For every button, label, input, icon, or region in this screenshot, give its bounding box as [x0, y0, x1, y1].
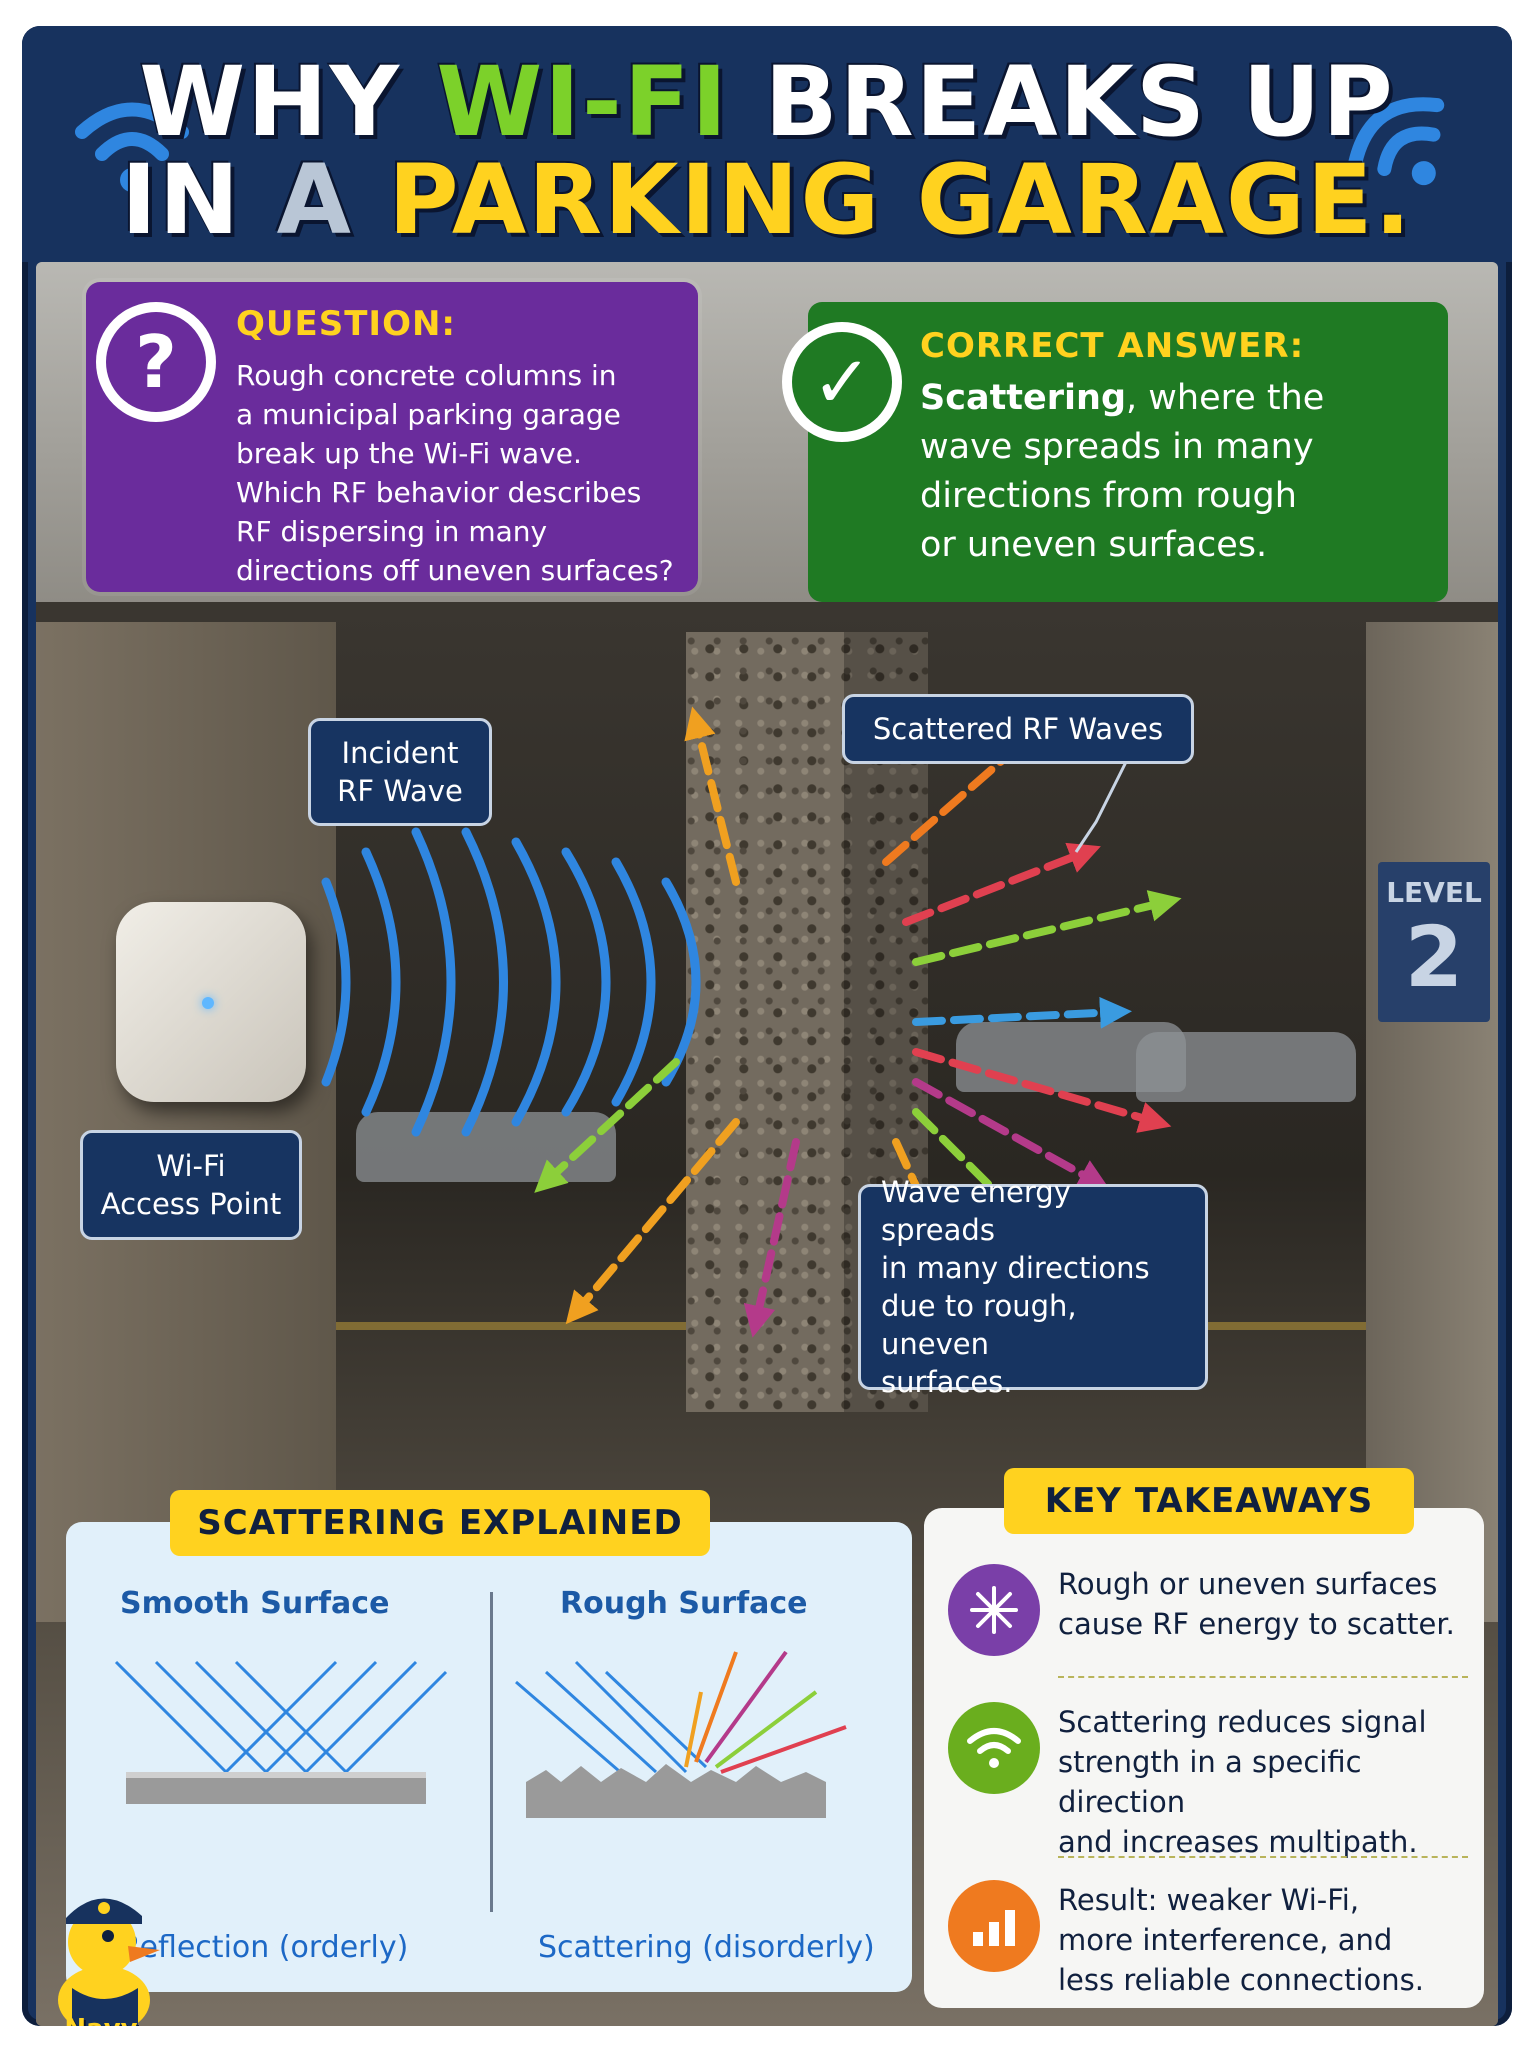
wifi-icon-left — [75, 102, 189, 192]
title-text: WHY — [139, 46, 437, 158]
rough-caption: Scattering (disorderly) — [538, 1930, 875, 1965]
scatter-arrow — [565, 1118, 740, 1325]
answer-term: Scattering — [920, 378, 1127, 418]
question-badge: ? — [96, 302, 216, 422]
infographic-card: WHY WI-FI BREAKS UP IN A PARKING GARAGE. — [22, 26, 1512, 2026]
label-line: Access Point — [100, 1187, 282, 1221]
question-mark-icon: ? — [106, 312, 206, 412]
scatter-arrow — [912, 996, 1132, 1029]
title-highlight-garage: PARKING GARAGE. — [352, 144, 1413, 256]
status-led-icon — [202, 997, 214, 1009]
label-line: due to rough, uneven — [881, 1289, 1077, 1361]
scatter-arrow — [743, 1138, 800, 1338]
question-line: break up the Wi-Fi wave. — [236, 437, 582, 470]
wifi-icon — [948, 1702, 1040, 1794]
scattered-waves-label: Scattered RF Waves — [842, 694, 1194, 764]
rough-surface-heading: Rough Surface — [560, 1586, 808, 1621]
level-sign: LEVEL 2 — [1378, 862, 1490, 1022]
question-line: directions off uneven surfaces? — [236, 554, 674, 587]
question-heading: QUESTION: — [236, 304, 457, 344]
takeaway-line: and increases multipath. — [1058, 1825, 1418, 1859]
answer-line-rest: , where the — [1126, 378, 1325, 418]
garage-scene: ? QUESTION: Rough concrete columns in a … — [36, 262, 1498, 2026]
wifi-access-point — [116, 902, 306, 1102]
question-text: Rough concrete columns in a municipal pa… — [236, 356, 686, 590]
parked-car — [1136, 1032, 1356, 1102]
answer-heading: CORRECT ANSWER: — [920, 326, 1305, 366]
answer-line: or uneven surfaces. — [920, 525, 1268, 565]
label-line: Incident — [341, 736, 459, 770]
checkmark-icon: ✓ — [792, 332, 892, 432]
scatter-arrow — [534, 1058, 680, 1193]
separator — [1058, 1676, 1468, 1678]
callout-pointer — [1074, 761, 1128, 853]
label-line: Wave energy spreads — [881, 1175, 1071, 1247]
scatter-arrow — [912, 1078, 1110, 1190]
wifi-icon-right — [1348, 97, 1445, 186]
label-line: Wi-Fi — [156, 1149, 226, 1183]
label-line: in many directions — [881, 1251, 1150, 1285]
incident-wave-arcs — [321, 827, 701, 1137]
scatter-arrow — [912, 1048, 1172, 1133]
rough-concrete-column — [686, 632, 928, 1412]
level-number: 2 — [1404, 908, 1464, 1006]
label-line: RF Wave — [337, 774, 463, 808]
answer-line: Scattering, where the — [920, 374, 1440, 423]
starburst-icon — [948, 1564, 1040, 1656]
header: WHY WI-FI BREAKS UP IN A PARKING GARAGE. — [22, 26, 1512, 262]
takeaway-line: cause RF energy to scatter. — [1058, 1607, 1455, 1641]
takeaway-line: Result: weaker Wi-Fi, — [1058, 1883, 1360, 1917]
takeaway-text: Result: weaker Wi-Fi, more interference,… — [1058, 1880, 1478, 2000]
answer-badge: ✓ — [782, 322, 902, 442]
question-line: Which RF behavior describes — [236, 476, 642, 509]
question-box: ? QUESTION: Rough concrete columns in a … — [86, 282, 698, 592]
level-label: LEVEL — [1386, 876, 1482, 909]
page-title-line-2: IN A PARKING GARAGE. — [22, 144, 1512, 256]
title-article: A — [276, 144, 353, 256]
smooth-surface-heading: Smooth Surface — [120, 1586, 390, 1621]
takeaway-line: Scattering reduces signal — [1058, 1705, 1427, 1739]
label-line: surfaces. — [881, 1365, 1013, 1399]
answer-box: ✓ CORRECT ANSWER: Scattering, where the … — [782, 302, 1448, 602]
title-highlight-wifi: WI-FI — [436, 46, 730, 158]
scatter-arrow — [902, 842, 1101, 926]
takeaway-line: less reliable connections. — [1058, 1963, 1424, 1997]
section-banner: KEY TAKEAWAYS — [1004, 1468, 1414, 1534]
question-line: a municipal parking garage — [236, 398, 621, 431]
bar-chart-icon — [948, 1880, 1040, 1972]
question-line: Rough concrete columns in — [236, 359, 617, 392]
smooth-reflection-diagram — [114, 1660, 448, 1804]
navy-duck-mascot-icon — [58, 1898, 160, 2026]
incident-wave-label: Incident RF Wave — [308, 718, 492, 826]
rough-scattering-diagram — [515, 1650, 847, 1818]
takeaway-line: more interference, and — [1058, 1923, 1393, 1957]
rf-wave-overlay — [321, 706, 1182, 1377]
smooth-caption: Reflection (orderly) — [120, 1930, 409, 1965]
key-takeaways-panel: KEY TAKEAWAYS Rough or uneven surfaces c… — [924, 1468, 1484, 2008]
question-line: RF dispersing in many — [236, 515, 548, 548]
scattering-explained-panel: SCATTERING EXPLAINED Smooth Surface Roug… — [66, 1490, 912, 1992]
answer-line: wave spreads in many — [920, 427, 1314, 467]
answer-line: directions from rough — [920, 476, 1297, 516]
parked-car — [356, 1112, 616, 1182]
takeaway-line: Rough or uneven surfaces — [1058, 1567, 1438, 1601]
answer-text: Scattering, where the wave spreads in ma… — [920, 374, 1440, 570]
right-pillar — [1366, 622, 1498, 1622]
left-pillar — [36, 622, 336, 1622]
scatter-arrow — [912, 890, 1182, 966]
section-banner: SCATTERING EXPLAINED — [170, 1490, 710, 1556]
scatter-arrow — [684, 706, 740, 886]
takeaway-text: Scattering reduces signal strength in a … — [1058, 1702, 1478, 1862]
separator — [1058, 1856, 1468, 1858]
title-text: BREAKS UP — [729, 46, 1395, 158]
takeaway-text: Rough or uneven surfaces cause RF energy… — [1058, 1564, 1478, 1644]
title-text: IN — [121, 144, 277, 256]
energy-spread-label: Wave energy spreads in many directions d… — [858, 1175, 1208, 1399]
mascot-label: Navy Duck — [26, 2014, 176, 2026]
panel-divider — [490, 1592, 493, 1912]
takeaway-line: strength in a specific direction — [1058, 1745, 1362, 1819]
page-title-line-1: WHY WI-FI BREAKS UP — [22, 46, 1512, 158]
